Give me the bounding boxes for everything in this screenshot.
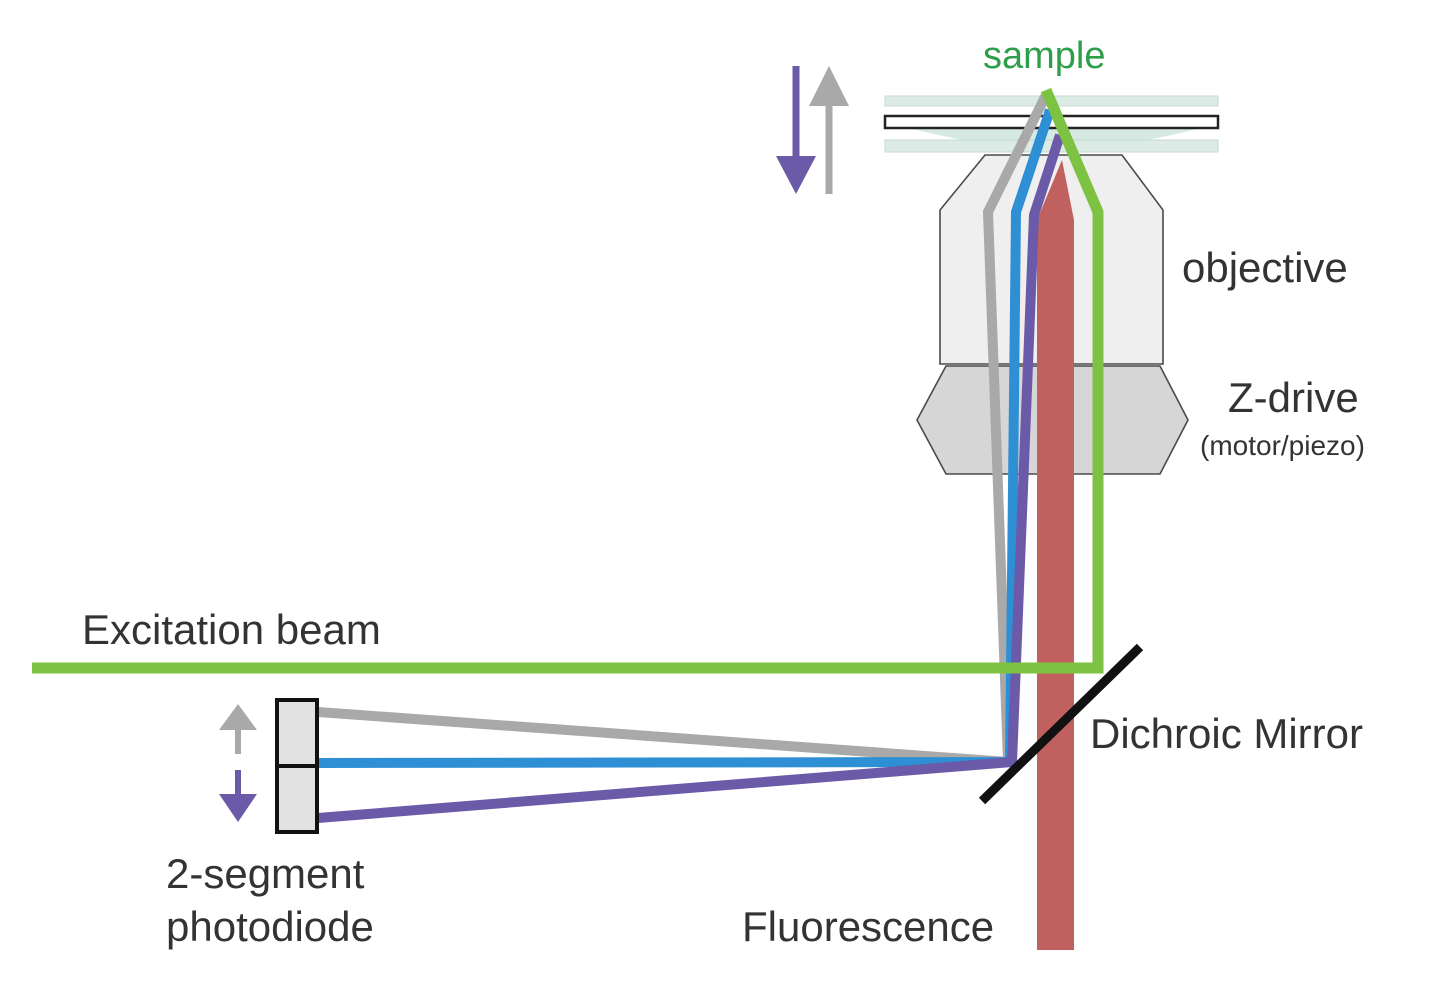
- zdrive-sublabel: (motor/piezo): [1200, 430, 1365, 461]
- grey-beam: [317, 92, 1051, 768]
- fluorescence-beam: [1037, 160, 1074, 950]
- photodiode-label-line2: photodiode: [166, 903, 374, 950]
- up-arrow-icon: [809, 66, 849, 194]
- dichroic-mirror: [978, 643, 1144, 805]
- sample-label: sample: [983, 35, 1106, 77]
- fluorescence-label: Fluorescence: [742, 903, 994, 950]
- zdrive-label: Z-drive: [1228, 374, 1359, 421]
- blue-beam: [317, 108, 1055, 768]
- objective-label: objective: [1182, 244, 1348, 291]
- photodiode: [275, 698, 319, 834]
- excitation-label: Excitation beam: [82, 606, 381, 653]
- down-arrow-icon: [776, 66, 816, 194]
- down-arrow-icon: [219, 770, 257, 822]
- excitation-beam: [32, 87, 1104, 674]
- photodiode-label-line1: 2-segment: [166, 850, 365, 897]
- up-arrow-icon: [219, 704, 257, 754]
- dichroic-label: Dichroic Mirror: [1090, 710, 1363, 757]
- purple-beam: [317, 133, 1065, 823]
